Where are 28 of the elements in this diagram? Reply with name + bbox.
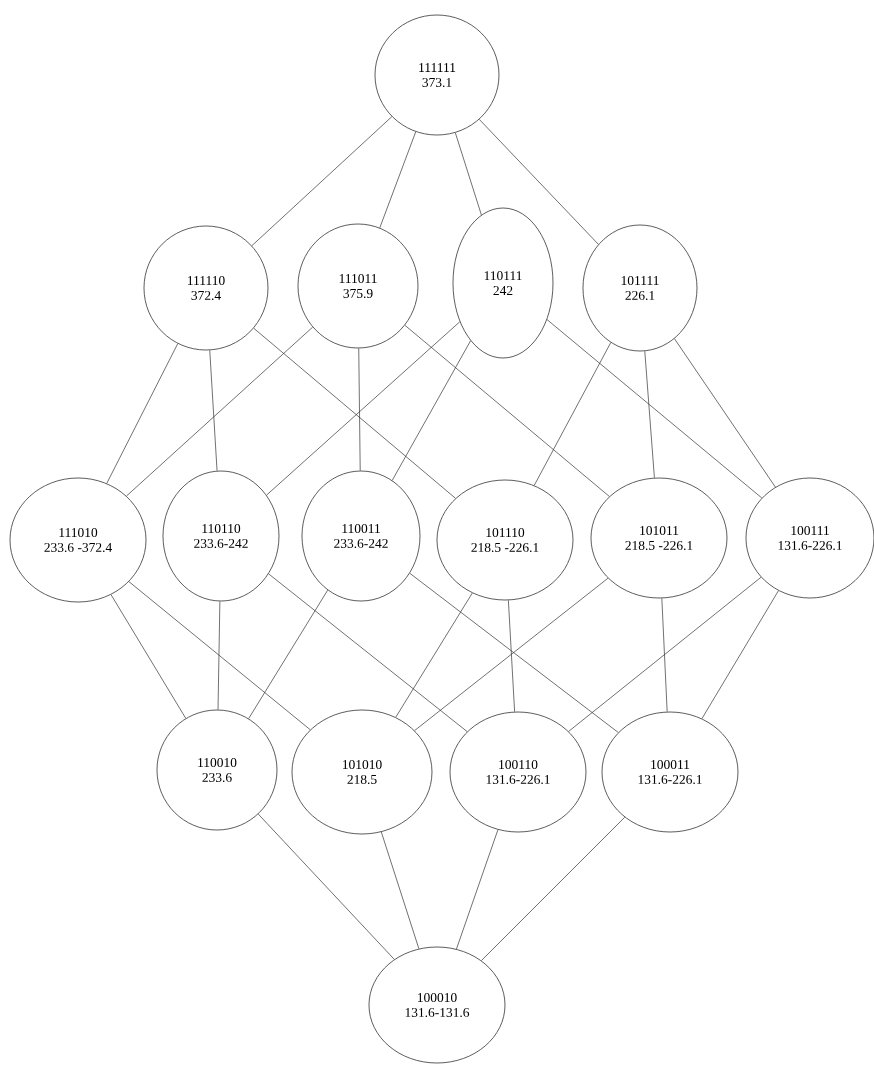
connector-line	[568, 576, 762, 732]
connector-line	[358, 348, 361, 471]
connector-line	[454, 132, 482, 216]
connector-line	[391, 340, 471, 481]
connector-line	[478, 119, 599, 245]
connector-line	[546, 319, 763, 499]
connector-line	[379, 131, 417, 229]
connector-line	[268, 573, 468, 732]
connector-line	[661, 598, 668, 712]
connector-line	[481, 816, 626, 961]
connector-line	[110, 594, 187, 719]
connector-line	[128, 581, 311, 731]
connector-line	[106, 343, 179, 484]
connector-line	[209, 349, 218, 472]
connector-line	[395, 592, 473, 718]
connector-line	[380, 831, 420, 950]
connector-line	[644, 350, 655, 479]
connector-line	[674, 338, 776, 488]
connector-line	[251, 116, 393, 247]
connector-line	[533, 342, 612, 486]
connector-line	[217, 601, 221, 710]
connector-line	[508, 600, 515, 713]
connector-line	[248, 589, 329, 719]
connector-line	[404, 324, 610, 497]
connector-line	[126, 326, 313, 497]
connector-line	[456, 829, 499, 950]
connector-line	[257, 813, 395, 960]
connector-line	[701, 590, 779, 719]
